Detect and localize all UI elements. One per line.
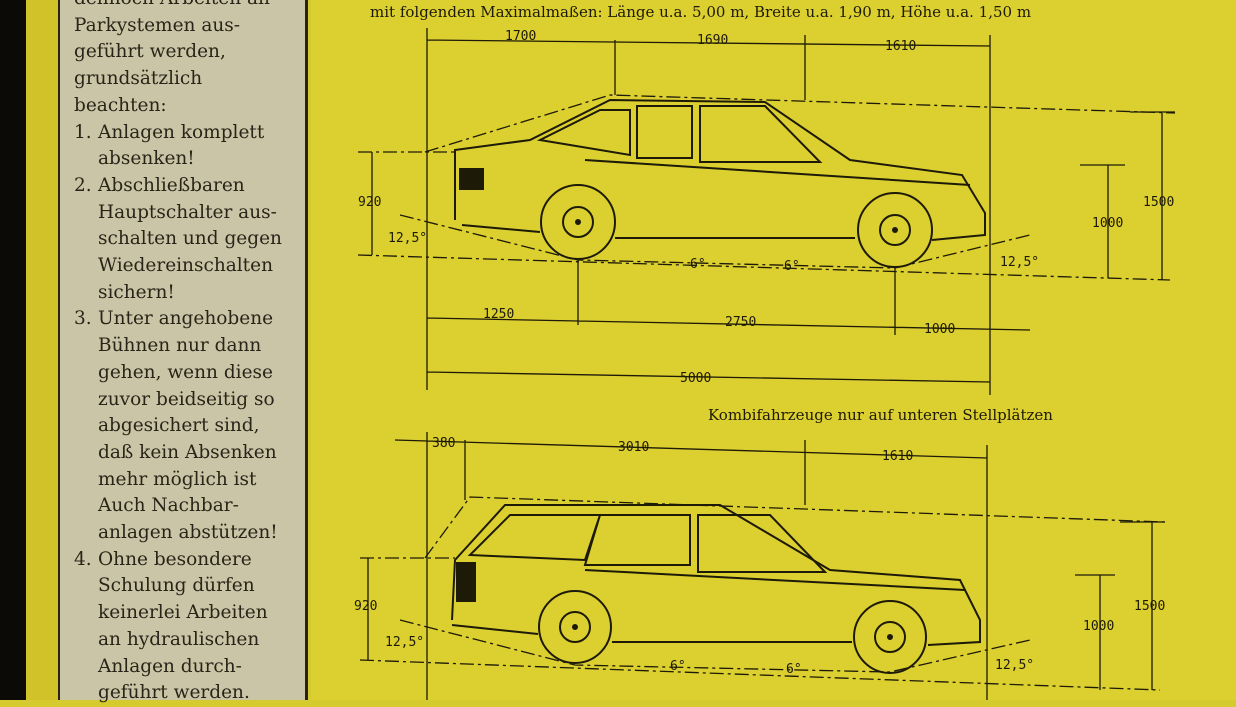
kombi-taillight: [456, 562, 476, 602]
intro-line: beachten:: [74, 94, 167, 116]
item-line: Schulung dürfen: [98, 575, 255, 597]
item-line: gehen, wenn diese: [98, 361, 273, 383]
item-line: geführt werden.: [98, 682, 250, 704]
dim-label: 2750: [725, 315, 756, 330]
dark-border: [0, 0, 26, 700]
item-number: 1.: [74, 121, 92, 143]
dim-label: 1000: [924, 322, 955, 337]
safety-instructions-panel: dennoch Arbeiten anParkystemen aus-gefüh…: [58, 0, 308, 703]
instruction-item: 1. Anlagen komplett absenken!: [74, 120, 310, 173]
item-line: mehr möglich ist: [98, 468, 257, 490]
item-line: abgesichert sind,: [98, 415, 260, 437]
item-line: zuvor beidseitig so: [98, 388, 275, 410]
kombi-windows: [467, 514, 966, 591]
dim-label: 1610: [885, 39, 916, 54]
item-line: Hauptschalter aus-: [98, 201, 277, 223]
item-number: 3.: [74, 308, 92, 330]
dim-label: 5000: [680, 371, 711, 386]
dim-label: 1500: [1143, 195, 1174, 210]
dimension-lines: [371, 28, 1175, 395]
dim-label: 1500: [1134, 599, 1165, 614]
angle-label: 12,5°: [995, 658, 1034, 673]
item-line: sichern!: [98, 281, 175, 303]
kombi-body: [451, 504, 981, 646]
clearance-lines: [357, 94, 1176, 281]
sedan-taillight: [459, 168, 484, 190]
item-line: Wiedereinschalten: [98, 255, 273, 277]
sedan-body: [454, 98, 986, 241]
item-line: Anlagen komplett: [98, 121, 265, 143]
item-line: daß kein Absenken: [98, 441, 277, 463]
item-line: keinerlei Arbeiten: [98, 602, 268, 624]
sedan-diagram: 1700 1690 1610 1250 2750 1000 5000 920 1…: [357, 28, 1176, 395]
dim-label: 1250: [483, 307, 514, 322]
item-line: Bühnen nur dann: [98, 335, 262, 357]
kombi-diagram: Kombifahrzeuge nur auf unteren Stellplät…: [354, 406, 1165, 700]
item-line: Unter angehobene: [98, 308, 274, 330]
angle-label: 12,5°: [388, 231, 427, 246]
dim-label: 1700: [505, 29, 536, 44]
dim-label: 920: [358, 195, 381, 210]
dim-label: 1690: [697, 33, 728, 48]
angle-label: 6°: [786, 662, 802, 677]
dim-label: 920: [354, 599, 377, 614]
angle-label: 12,5°: [385, 635, 424, 650]
intro-line: Parkystemen aus-: [74, 14, 241, 36]
item-text: Anlagen komplett absenken!: [98, 120, 264, 173]
dim-label: 1610: [882, 449, 913, 464]
item-line: Auch Nachbar-: [98, 495, 239, 517]
item-line: schalten und gegen: [98, 228, 282, 250]
instructions-text: dennoch Arbeiten anParkystemen aus-gefüh…: [74, 0, 310, 707]
clearance-lines: [359, 496, 1166, 691]
angle-label: 6°: [690, 257, 706, 272]
intro-line: grundsätzlich: [74, 68, 203, 90]
sedan-windows: [536, 105, 971, 186]
item-number: 4.: [74, 548, 92, 570]
item-line: an hydraulischen: [98, 628, 260, 650]
max-dimensions-header: mit folgenden Maximalmaßen: Länge u.a. 5…: [370, 3, 1031, 21]
kombi-rear-wheel: [538, 590, 612, 664]
angle-label: 6°: [670, 659, 686, 674]
intro-line: geführt werden,: [74, 41, 226, 63]
angle-label: 6°: [784, 259, 800, 274]
item-line: Anlagen durch-: [98, 655, 242, 677]
item-line: absenken!: [98, 148, 195, 170]
dim-label: 1000: [1092, 216, 1123, 231]
angle-label: 12,5°: [1000, 255, 1039, 270]
kombi-caption: Kombifahrzeuge nur auf unteren Stellplät…: [708, 406, 1053, 424]
dimension-lines: [367, 432, 1165, 700]
item-line: Abschließbaren: [98, 174, 245, 196]
kombi-front-wheel: [853, 600, 927, 674]
dim-label: 1000: [1083, 619, 1114, 634]
item-number: 2.: [74, 174, 92, 196]
item-line: Ohne besondere: [98, 548, 252, 570]
sedan-front-wheel: [857, 192, 933, 268]
yellow-border: [26, 0, 58, 700]
item-line: anlagen abstützen!: [98, 522, 278, 544]
dim-label: 3010: [618, 440, 649, 455]
dim-label: 380: [432, 436, 455, 451]
intro-line: dennoch Arbeiten an: [74, 0, 310, 13]
sedan-rear-wheel: [540, 184, 616, 260]
